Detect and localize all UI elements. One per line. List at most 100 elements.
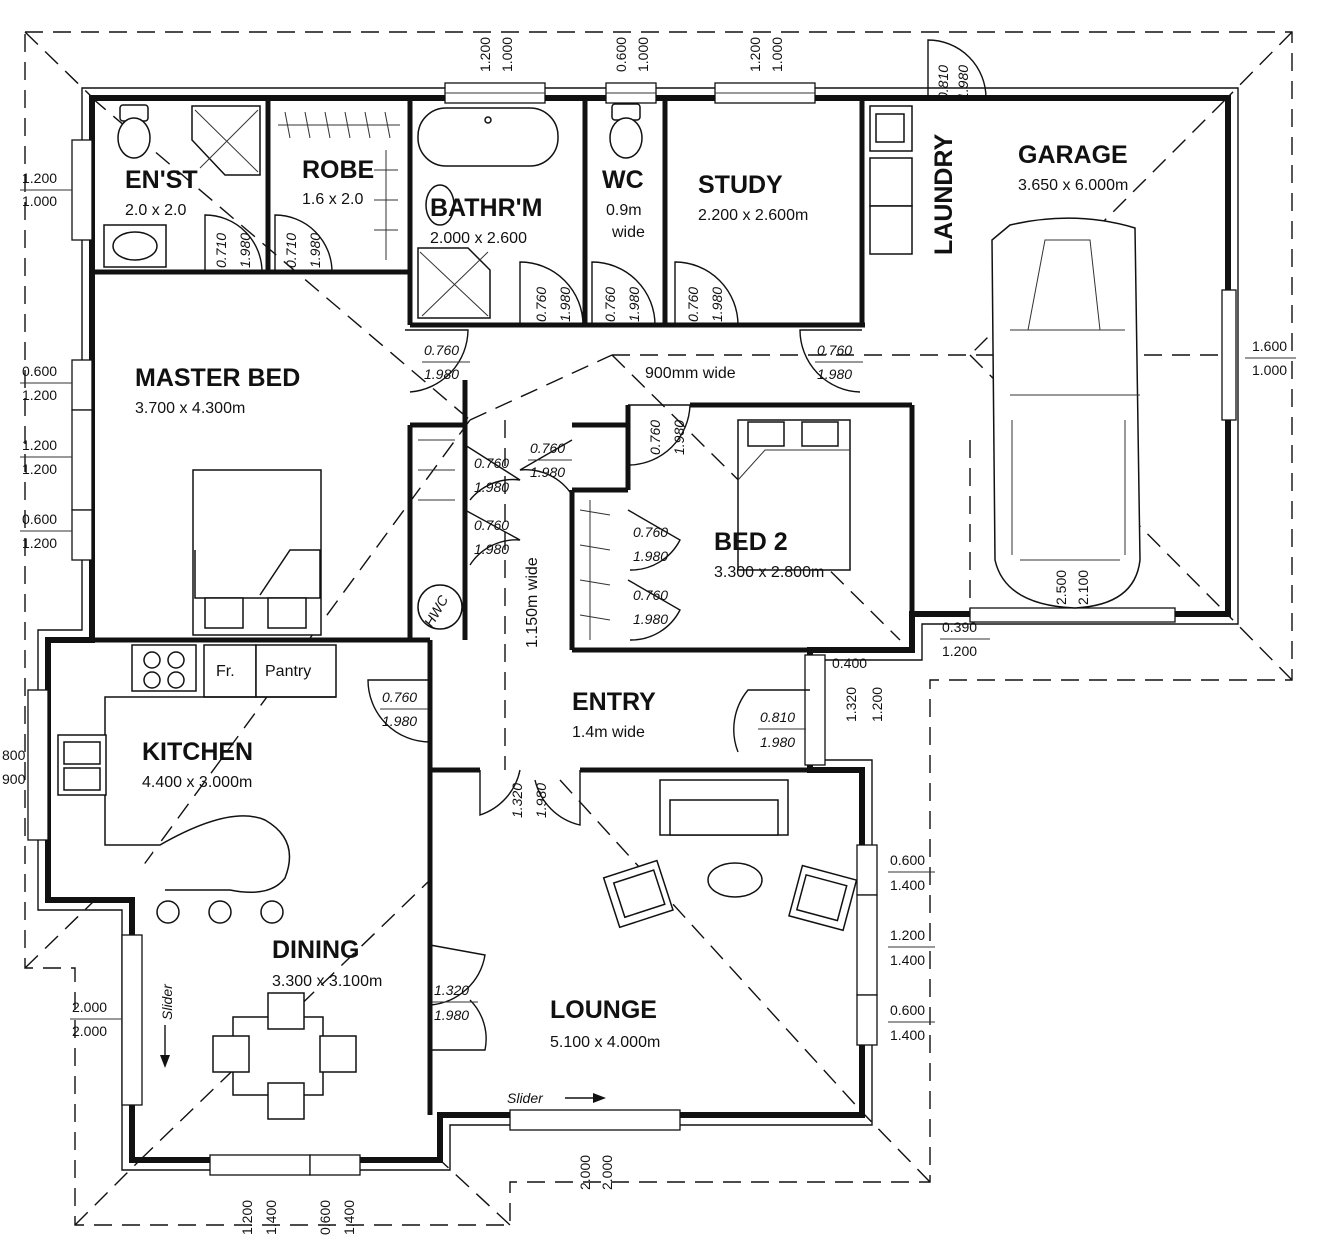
dim-text: 900 — [2, 771, 26, 787]
door-swing-icon — [367, 679, 431, 743]
dim-text: 1.200 — [890, 927, 925, 943]
room-bed2: BED 2 — [714, 528, 788, 556]
dim-text: 0.760 — [474, 517, 509, 533]
dim-text: 1.320 — [509, 783, 525, 818]
dim-text: 2.100 — [1075, 570, 1091, 605]
dim-text: 1.200 — [22, 387, 57, 403]
room-kitchen-dims: 4.400 x 3.000m — [142, 774, 252, 791]
bed-icon — [737, 419, 851, 571]
dim-text: 0.760 — [530, 440, 565, 456]
door-swing-icon — [534, 770, 581, 826]
room-entry: ENTRY — [572, 688, 656, 716]
dim-text: 1.980 — [955, 65, 971, 100]
dim-text: 1.980 — [626, 287, 642, 322]
corridor-width-label: 1.150m wide — [524, 557, 541, 648]
door-swing-icon — [519, 261, 584, 326]
dim-text: 1.980 — [382, 713, 417, 729]
dim-text: 0.400 — [832, 655, 867, 671]
pantry-icon — [255, 644, 337, 698]
dim-text: 0.600 — [22, 511, 57, 527]
dim-text: 1.980 — [424, 366, 459, 382]
dim-text: 2.000 — [599, 1155, 615, 1190]
cooktop-icon — [131, 644, 197, 692]
window-icon — [209, 1154, 311, 1176]
fixtures — [57, 103, 1141, 1120]
window-icon — [71, 509, 93, 561]
hall-width-label: 900mm wide — [645, 365, 736, 382]
dim-text: 0.600 — [890, 852, 925, 868]
dim-text: 800 — [2, 747, 26, 763]
bed-icon — [192, 469, 322, 636]
dim-text: 1.000 — [635, 37, 651, 72]
window-icon — [1221, 289, 1237, 421]
dim-text: 0.710 — [283, 233, 299, 268]
window-icon — [804, 654, 826, 766]
dim-text: 1.320 — [843, 687, 859, 722]
dim-text: 1.980 — [671, 420, 687, 455]
coffee-table-icon — [707, 862, 763, 898]
dim-text: 0.600 — [890, 1002, 925, 1018]
room-dining: DINING — [272, 936, 360, 964]
room-garage-dims: 3.650 x 6.000m — [1018, 177, 1128, 194]
window-icon — [856, 894, 878, 996]
window-icon — [309, 1154, 361, 1176]
car-icon — [991, 217, 1141, 609]
dim-text: 2.000 — [72, 1023, 107, 1039]
dim-text: 0.760 — [533, 287, 549, 322]
dim-text: 1.200 — [22, 461, 57, 477]
door-swing-icon — [799, 329, 862, 393]
dim-text: 1.980 — [817, 366, 852, 382]
door-swing-icon — [464, 444, 521, 501]
dim-text: 1.600 — [1252, 338, 1287, 354]
door-swing-icon — [204, 214, 263, 273]
dim-text: 0.760 — [817, 342, 852, 358]
dim-text: 1.200 — [22, 535, 57, 551]
room-bathroom: BATHR'M — [430, 194, 542, 222]
dim-text: 1.980 — [474, 479, 509, 495]
dim-text: 2.500 — [1053, 570, 1069, 605]
room-dining-dims: 3.300 x 3.100m — [272, 973, 382, 990]
dim-text: 1.400 — [890, 877, 925, 893]
dim-text: 2.000 — [72, 999, 107, 1015]
dining-table-icon — [212, 992, 357, 1120]
dim-text: 1.980 — [533, 783, 549, 818]
dim-text: 1.980 — [530, 464, 565, 480]
hwc-icon — [417, 584, 463, 630]
dryer-icon — [869, 205, 913, 255]
room-study-dims: 2.200 x 2.600m — [698, 207, 808, 224]
room-ensuite: EN'ST — [125, 166, 198, 194]
dim-text: 0.760 — [424, 342, 459, 358]
dim-text: 1.000 — [22, 193, 57, 209]
stool-icon — [208, 900, 232, 924]
dim-text: 0.760 — [685, 287, 701, 322]
dim-text: 1.200 — [869, 687, 885, 722]
room-labels: EN'ST 2.0 x 2.0 ROBE 1.6 x 2.0 BATHR'M 2… — [125, 133, 1128, 1051]
door-swing-icon — [430, 999, 487, 1051]
dim-text: 0.760 — [647, 420, 663, 455]
fridge-label: Fr. — [216, 663, 235, 680]
washer-icon — [869, 157, 913, 207]
basin-icon — [425, 184, 455, 226]
room-wc-dims-1: 0.9m — [606, 202, 642, 219]
room-master-bed: MASTER BED — [135, 364, 300, 392]
dim-text: 1.980 — [434, 1007, 469, 1023]
armchair-icon — [788, 864, 858, 932]
armchair-icon — [602, 859, 674, 929]
room-kitchen: KITCHEN — [142, 738, 253, 766]
dim-text: 1.200 — [747, 37, 763, 72]
room-study: STUDY — [698, 171, 783, 199]
kitchen-bench — [104, 696, 336, 893]
dim-text: 0.760 — [474, 455, 509, 471]
door-swing-icon — [627, 579, 681, 641]
room-ensuite-dims: 2.0 x 2.0 — [125, 202, 186, 219]
dim-text: 0.810 — [935, 65, 951, 100]
window-icon — [856, 844, 878, 896]
dim-text: 1.400 — [890, 952, 925, 968]
door-dimensions: 0.710 1.980 0.710 1.980 0.760 1.980 0.76… — [213, 233, 852, 1023]
stool-icon — [156, 900, 180, 924]
door-swing-icon — [479, 769, 521, 816]
door-swing-icon — [674, 261, 739, 326]
dim-text: 2.000 — [577, 1155, 593, 1190]
door-swing-icon — [591, 261, 656, 326]
